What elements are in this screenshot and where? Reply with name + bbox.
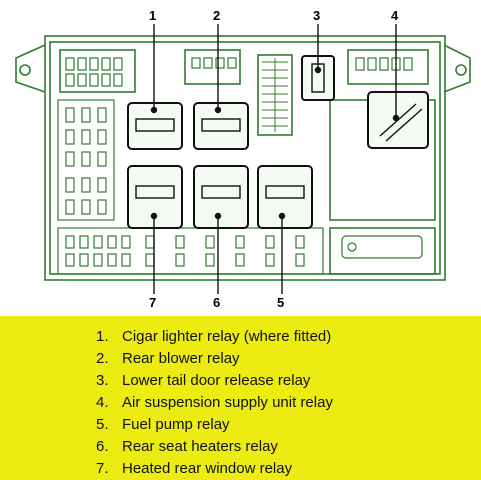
callout-3: 3 <box>313 8 321 23</box>
legend-item-text: Rear blower relay <box>122 350 240 367</box>
legend-item-text: Heated rear window relay <box>122 460 293 477</box>
connector-top-right <box>347 49 429 85</box>
legend-item-text: Rear seat heaters relay <box>122 438 278 455</box>
connector-multipin <box>257 54 293 136</box>
legend-item: 1. Cigar lighter relay (where fitted) <box>96 328 331 345</box>
legend-item-number: 7. <box>96 460 109 477</box>
left-mounting-hole <box>19 64 31 76</box>
relay-3-lower-tail-door <box>301 55 335 101</box>
legend-item: 6. Rear seat heaters relay <box>96 438 278 455</box>
right-mounting-hole <box>455 64 467 76</box>
callout-2: 2 <box>213 8 221 23</box>
legend-item-number: 2. <box>96 350 109 367</box>
left-mounting-tab <box>15 44 46 93</box>
relay-5-fuel-pump <box>257 165 313 229</box>
right-mounting-tab <box>443 44 471 93</box>
legend-item-text: Lower tail door release relay <box>122 372 311 389</box>
relay-2-rear-blower <box>193 102 249 150</box>
right-lower-connector <box>329 227 436 275</box>
connector-top-centre <box>184 49 241 85</box>
callout-4: 4 <box>391 8 399 23</box>
relay-6-rear-seat-heaters <box>193 165 249 229</box>
legend-item-number: 3. <box>96 372 109 389</box>
left-fuse-block <box>57 99 115 221</box>
legend-item: 7. Heated rear window relay <box>96 460 292 477</box>
fuse-box-housing <box>44 35 446 281</box>
callout-1: 1 <box>149 8 157 23</box>
callout-6: 6 <box>213 295 221 310</box>
legend-panel: 1. Cigar lighter relay (where fitted) 2. R… <box>0 316 481 480</box>
legend-item-text: Cigar lighter relay (where fitted) <box>122 328 332 345</box>
legend-item-number: 4. <box>96 394 109 411</box>
legend-item-number: 1. <box>96 328 109 345</box>
callout-7: 7 <box>149 295 157 310</box>
legend-item: 5. Fuel pump relay <box>96 416 230 433</box>
connector-top-left <box>59 49 136 93</box>
relay-7-heated-rear-window <box>127 165 183 229</box>
bottom-fuse-row <box>57 227 324 275</box>
fuse-box-diagram <box>15 24 471 294</box>
legend-item: 4. Air suspension supply unit relay <box>96 394 333 411</box>
legend-item-text: Fuel pump relay <box>122 416 230 433</box>
legend-item: 2. Rear blower relay <box>96 350 240 367</box>
legend-item: 3. Lower tail door release relay <box>96 372 310 389</box>
legend-item-number: 6. <box>96 438 109 455</box>
legend-item-text: Air suspension supply unit relay <box>122 394 333 411</box>
relay-1-cigar-lighter <box>127 102 183 150</box>
legend-item-number: 5. <box>96 416 109 433</box>
callout-5: 5 <box>277 295 285 310</box>
